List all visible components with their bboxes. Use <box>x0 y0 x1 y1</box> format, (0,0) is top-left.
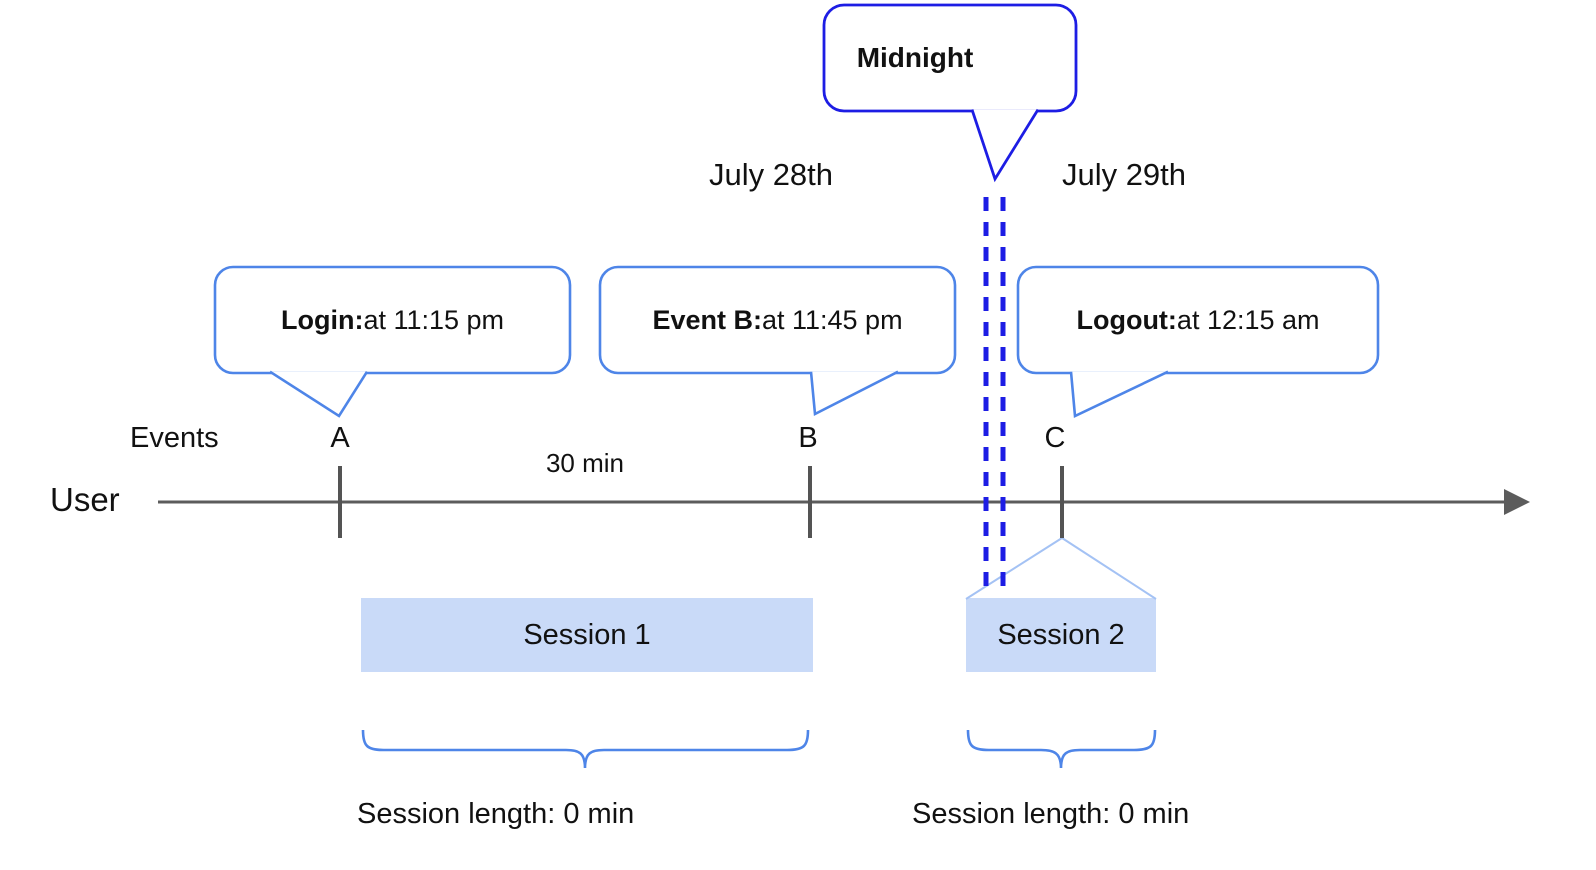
midnight-callout-label: Midnight <box>856 42 974 73</box>
event-b-callout-label-bold: Event B: <box>652 304 762 335</box>
login-callout-label-bold: Login: <box>280 304 364 335</box>
logout-callout-bubble <box>1016 265 1380 375</box>
session-2-length-label: Session length: 0 min <box>912 798 1190 830</box>
event-b-callout-label-time: at 11:45 pm <box>761 304 903 335</box>
login-callout-label: Login: at 11:15 pm <box>215 267 570 373</box>
midnight-callout-bubble <box>822 3 1078 113</box>
logout-callout-label: Logout: at 12:15 am <box>1018 267 1378 373</box>
session-1-length-label: Session length: 0 min <box>357 798 635 830</box>
event-b-callout-label: Event B: at 11:45 pm <box>600 267 955 373</box>
login-callout-bubble <box>213 265 572 375</box>
tick-label-c: C <box>1044 422 1066 454</box>
tick-label-a: A <box>330 422 350 454</box>
interval-30min-label: 30 min <box>545 448 625 478</box>
date-label-july-28: July 28th <box>708 157 834 192</box>
logout-callout-label-time: at 12:15 am <box>1176 304 1320 335</box>
session-1-box <box>361 598 813 672</box>
date-label-july-29: July 29th <box>1061 157 1187 192</box>
logout-callout-tail <box>1069 370 1169 418</box>
timeline-arrowhead <box>1504 489 1530 515</box>
login-callout-tail <box>269 370 369 418</box>
midnight-callout-tail <box>970 108 1040 183</box>
tick-label-b: B <box>798 422 818 454</box>
event-b-callout-bubble <box>598 265 957 375</box>
logout-callout-label-bold: Logout: <box>1076 304 1177 335</box>
event-b-callout-tail <box>809 370 899 417</box>
session-2-label: Session 2 <box>997 618 1125 651</box>
events-row-label: Events <box>130 422 219 454</box>
login-callout-label-time: at 11:15 pm <box>363 304 505 335</box>
session-2-box <box>966 598 1156 672</box>
user-row-label: User <box>50 481 120 518</box>
session-2-caret-connector <box>965 536 1157 600</box>
session-1-length-brace <box>361 729 810 769</box>
session-1-label: Session 1 <box>523 618 651 651</box>
session-2-length-brace <box>966 729 1157 769</box>
